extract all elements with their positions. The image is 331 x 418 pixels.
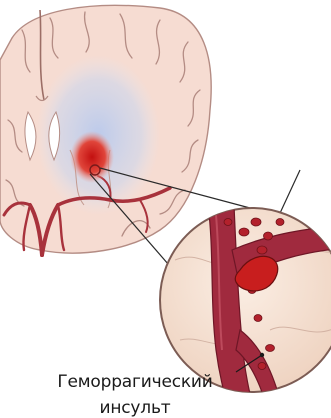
brain-section (0, 5, 211, 253)
caption-title: Геморрагический (10, 372, 260, 392)
caption-subtitle: инсульт (10, 398, 260, 418)
hemorrhage-site (70, 131, 114, 183)
